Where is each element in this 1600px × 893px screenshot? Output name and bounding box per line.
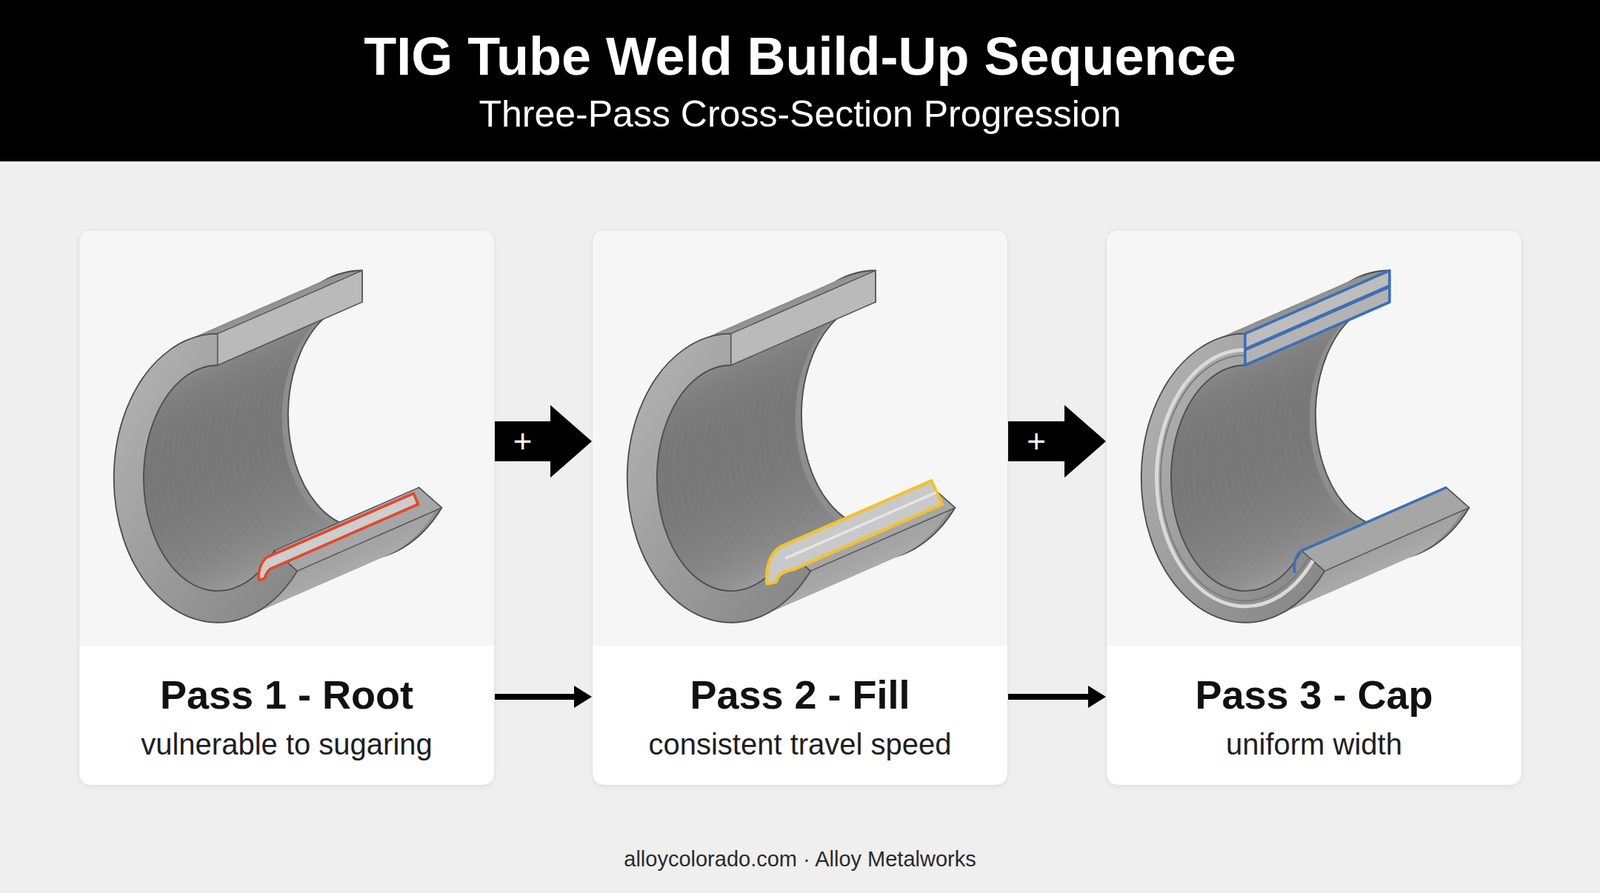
pass-title: Pass 3 - Cap — [1106, 671, 1522, 719]
flow-arrow — [1008, 685, 1106, 709]
tube-illustration — [82, 257, 462, 637]
flow-arrow — [494, 685, 592, 709]
cap-ring — [1156, 350, 1313, 607]
subtitle: Three-Pass Cross-Section Progression — [0, 91, 1600, 137]
card-text: Pass 2 - Fill consistent travel speed — [592, 671, 1008, 763]
block-arrow — [494, 405, 592, 478]
footer-credit: alloycolorado.com · Alloy Metalworks — [0, 845, 1600, 873]
pass-title: Pass 1 - Root — [79, 671, 495, 719]
pass-note: uniform width — [1106, 726, 1522, 763]
edge-label: + — [493, 419, 553, 464]
pass-note: consistent travel speed — [592, 726, 1008, 763]
tube-illustration — [1109, 257, 1489, 637]
cap-ring-edge — [1160, 355, 1310, 602]
main-title: TIG Tube Weld Build-Up Sequence — [0, 25, 1600, 88]
card-text: Pass 3 - Cap uniform width — [1106, 671, 1522, 763]
pass-title: Pass 2 - Fill — [592, 671, 1008, 719]
block-arrow — [1008, 405, 1106, 478]
tube-illustration — [595, 257, 975, 637]
card-text: Pass 1 - Root vulnerable to sugaring — [79, 671, 495, 763]
pass-note: vulnerable to sugaring — [79, 726, 495, 763]
edge-label: + — [1006, 419, 1066, 464]
